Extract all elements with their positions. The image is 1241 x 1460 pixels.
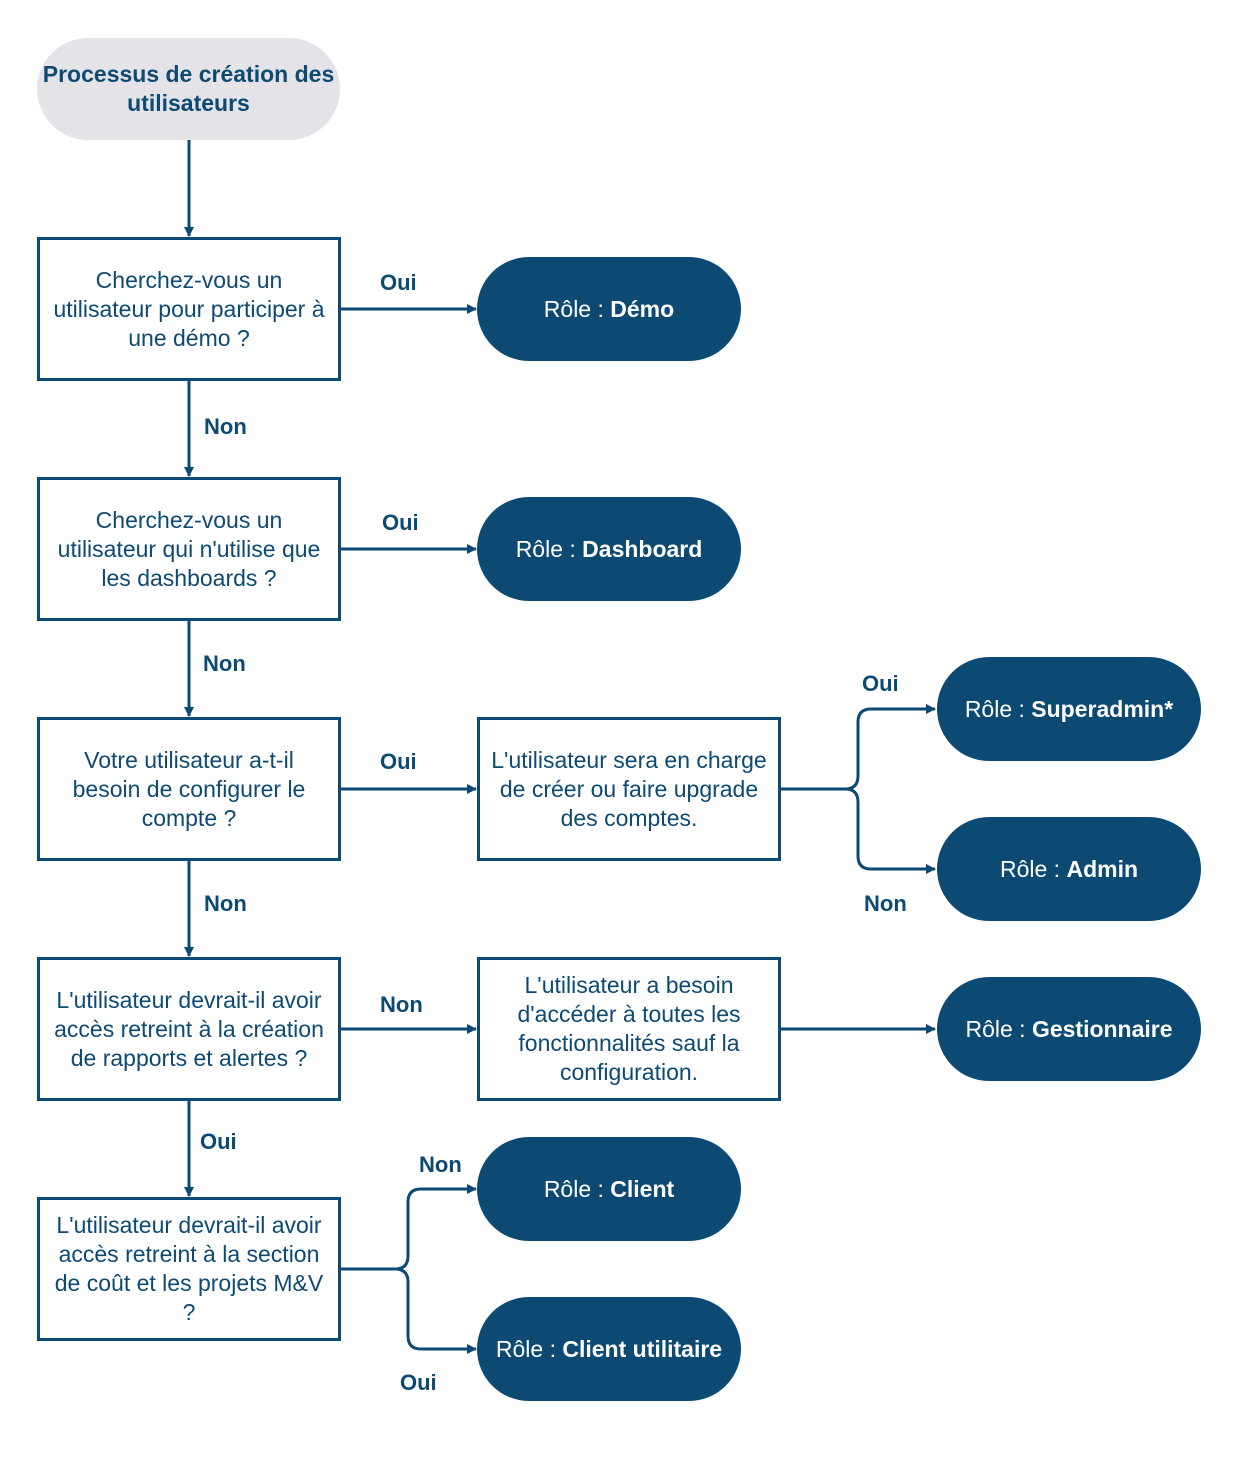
edge-label-q2-no: Non bbox=[203, 651, 246, 676]
edge-label-q1-no: Non bbox=[204, 414, 247, 439]
edge-label-q1-yes: Oui bbox=[380, 270, 417, 295]
role-prefix: Rôle : bbox=[495, 1335, 556, 1362]
edge-label-q4-yes: Oui bbox=[200, 1129, 237, 1154]
edge-label-i1-no: Non bbox=[864, 891, 907, 916]
role-value: Superadmin* bbox=[1031, 695, 1174, 722]
decision-dashboard: Cherchez-vous un utilisateur qui n'utili… bbox=[37, 477, 341, 621]
arrow-q5-to-client-utilitaire bbox=[340, 1267, 477, 1354]
role-prefix: Rôle : bbox=[543, 1175, 604, 1202]
role-prefix: Rôle : bbox=[999, 855, 1061, 882]
decision-configure-account: Votre utilisateur a-t-il besoin de confi… bbox=[37, 717, 341, 861]
role-dashboard: Rôle : Dashboard bbox=[477, 497, 741, 601]
decision-restricted-reports: L'utilisateur devrait-il avoir accès ret… bbox=[37, 957, 341, 1101]
decision-restricted-costs: L'utilisateur devrait-il avoir accès ret… bbox=[37, 1197, 341, 1341]
role-value: Client bbox=[610, 1175, 675, 1202]
role-prefix: Rôle : bbox=[964, 695, 1025, 722]
role-demo: Rôle : Démo bbox=[477, 257, 741, 361]
role-admin: Rôle : Admin bbox=[937, 817, 1201, 921]
role-value: Gestionnaire bbox=[1031, 1015, 1173, 1042]
edge-label-q5-yes: Oui bbox=[400, 1370, 437, 1395]
role-client: Rôle : Client bbox=[477, 1137, 741, 1241]
edge-label-q3-yes: Oui bbox=[380, 749, 417, 774]
role-value: Démo bbox=[610, 295, 675, 322]
step-all-features-except-config: L'utilisateur a besoin d'accéder à toute… bbox=[477, 957, 781, 1101]
arrow-q5-to-client bbox=[340, 1184, 477, 1271]
role-prefix: Rôle : bbox=[543, 295, 604, 322]
step-create-upgrade-accounts: L'utilisateur sera en charge de créer ou… bbox=[477, 717, 781, 861]
edge-label-q2-yes: Oui bbox=[382, 510, 419, 535]
role-value: Client utilitaire bbox=[562, 1335, 723, 1362]
role-prefix: Rôle : bbox=[515, 535, 576, 562]
role-prefix: Rôle : bbox=[965, 1015, 1026, 1042]
role-value: Admin bbox=[1066, 855, 1139, 882]
arrow-i1-to-admin bbox=[780, 787, 936, 874]
edge-label-q4-no: Non bbox=[380, 992, 423, 1017]
edge-label-i1-yes: Oui bbox=[862, 671, 899, 696]
arrow-i1-to-superadmin bbox=[780, 704, 936, 791]
edge-label-q3-no: Non bbox=[204, 891, 247, 916]
role-client-utilitaire: Rôle : Client utilitaire bbox=[477, 1297, 741, 1401]
role-superadmin: Rôle : Superadmin* bbox=[937, 657, 1201, 761]
decision-demo: Cherchez-vous un utilisateur pour partic… bbox=[37, 237, 341, 381]
start-node: Processus de création des utilisateurs bbox=[37, 38, 340, 140]
role-gestionnaire: Rôle : Gestionnaire bbox=[937, 977, 1201, 1081]
edge-label-q5-no: Non bbox=[419, 1152, 462, 1177]
role-value: Dashboard bbox=[582, 535, 703, 562]
